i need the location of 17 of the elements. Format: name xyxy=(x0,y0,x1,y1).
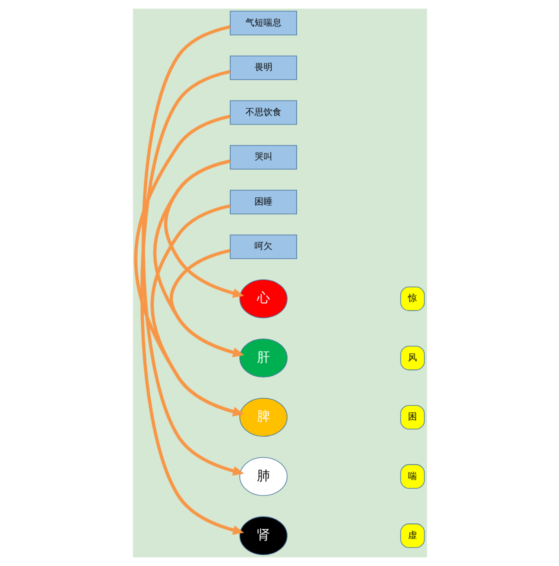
node-box: 呵欠 xyxy=(229,234,297,259)
arrow xyxy=(134,114,244,416)
arrow xyxy=(150,204,244,416)
arrow xyxy=(169,248,244,358)
node-ellipse: 脾 xyxy=(238,398,287,437)
node-ellipse: 肾 xyxy=(238,516,287,556)
node-box: 困睡 xyxy=(229,190,297,214)
node-ellipse: 肝 xyxy=(238,338,287,378)
arrow xyxy=(140,70,244,535)
node-ellipse: 心 xyxy=(238,279,287,318)
node-box: 畏明 xyxy=(229,56,297,80)
node-box: 哭叫 xyxy=(229,145,297,170)
arrow xyxy=(152,159,244,358)
node-box: 不思饮食 xyxy=(229,100,297,125)
arrow xyxy=(141,25,244,476)
node-box: 气短喘息 xyxy=(229,10,297,36)
node-ellipse: 肺 xyxy=(238,457,287,496)
